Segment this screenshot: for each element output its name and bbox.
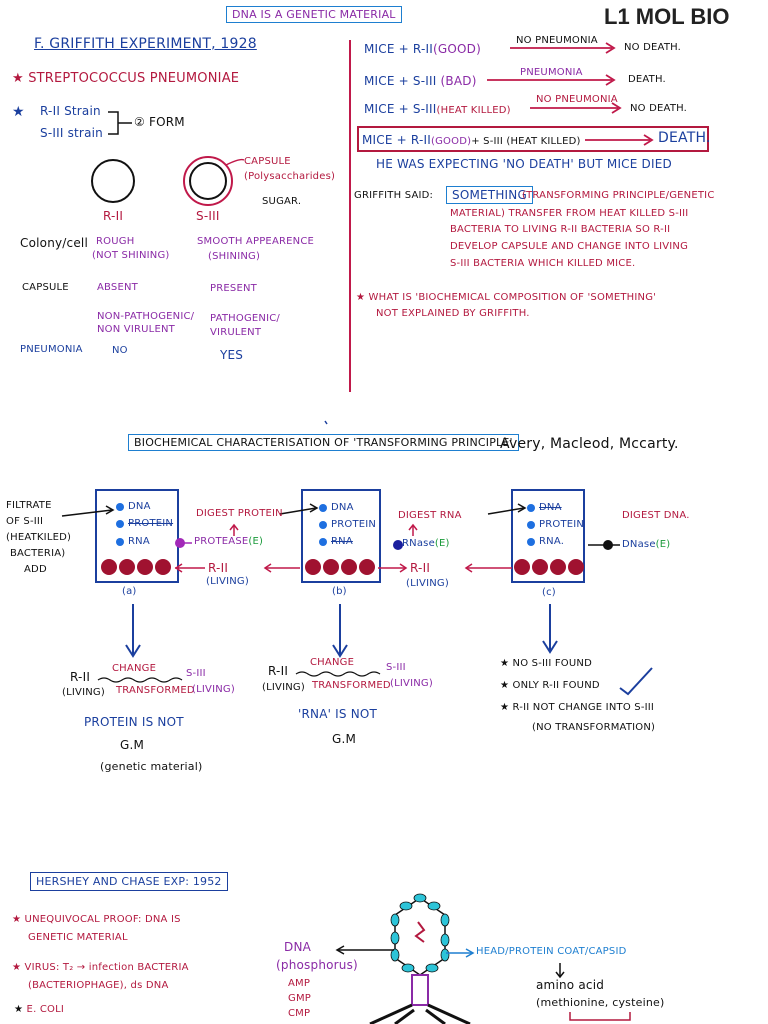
avery-authors: Avery, Macleod, Mccarty. — [500, 436, 679, 452]
strain-bracket — [108, 111, 132, 135]
avery-heading: BIOCHEMICAL CHARACTERISATION OF 'TRANSFO… — [128, 434, 519, 451]
tube-a-box — [95, 489, 179, 583]
row-label-colony: Colony/cell — [20, 236, 88, 250]
griffith-heading: F. GRIFFITH EXPERIMENT, 1928 — [34, 36, 257, 52]
strain-siii: S-III strain — [40, 126, 103, 140]
combo-box — [357, 126, 709, 152]
conclusion-a: PROTEIN IS NOT — [84, 715, 184, 729]
rii-cell-circle — [91, 159, 135, 203]
siii-cell-circle — [189, 162, 227, 200]
tube-c-label: (c) — [542, 587, 556, 598]
mice-exp-combo: MICE + R-II(GOOD)+ S-III (HEAT KILLED) — [362, 133, 581, 147]
tube-a-label: (a) — [122, 586, 137, 597]
page-label: L1 MOL BIO — [604, 4, 730, 29]
capsule-label: CAPSULE — [244, 156, 291, 167]
form-note: ② FORM — [134, 115, 185, 129]
row-label-capsule: CAPSULE — [22, 282, 69, 293]
organism-name: ★ STREPTOCOCCUS PNEUMONIAE — [12, 71, 240, 86]
conclusion-b: 'RNA' IS NOT — [298, 707, 378, 721]
capsule-note: (Polysaccharides) — [244, 171, 336, 182]
griffith-said-label: GRIFFITH SAID: — [354, 190, 434, 201]
tube-b-label: (b) — [332, 586, 347, 597]
living-cells — [101, 559, 584, 575]
hershey-heading: HERSHEY AND CHASE EXP: 1952 — [30, 872, 228, 891]
question-line-2: NOT EXPLAINED BY GRIFFITH. — [376, 308, 530, 319]
tube-b-box — [301, 489, 381, 583]
strain-rii: R-II Strain — [40, 104, 101, 118]
mice-exp-2: MICE + S-III (BAD) — [364, 74, 477, 88]
capsule-arrow — [225, 158, 245, 166]
head-label: HEAD/PROTEIN COAT/CAPSID — [476, 946, 627, 957]
siii-capsule-circle — [183, 156, 233, 206]
row-label-pneumonia: PNEUMONIA — [20, 344, 83, 355]
expecting-note: HE WAS EXPECTING 'NO DEATH' BUT MICE DIE… — [376, 157, 672, 171]
rii-label: R-II — [103, 209, 124, 223]
siii-label: S-III — [196, 209, 220, 223]
combo-result: DEATH. — [658, 130, 711, 146]
mice-exp-1: MICE + R-II(GOOD) — [364, 42, 481, 56]
question-line-1: ★ WHAT IS 'BIOCHEMICAL COMPOSITION OF 'S… — [356, 292, 657, 303]
tube-c-box — [511, 489, 585, 583]
dna-label: DNA — [284, 940, 312, 954]
page-title: DNA IS A GENETIC MATERIAL — [226, 6, 402, 23]
mice-exp-3: MICE + S-III(HEAT KILLED) — [364, 102, 511, 116]
something-box: SOMETHING — [446, 186, 533, 204]
sugar-note: SUGAR. — [262, 196, 302, 207]
phage-drawing — [369, 893, 471, 1024]
check-mark — [619, 667, 653, 696]
